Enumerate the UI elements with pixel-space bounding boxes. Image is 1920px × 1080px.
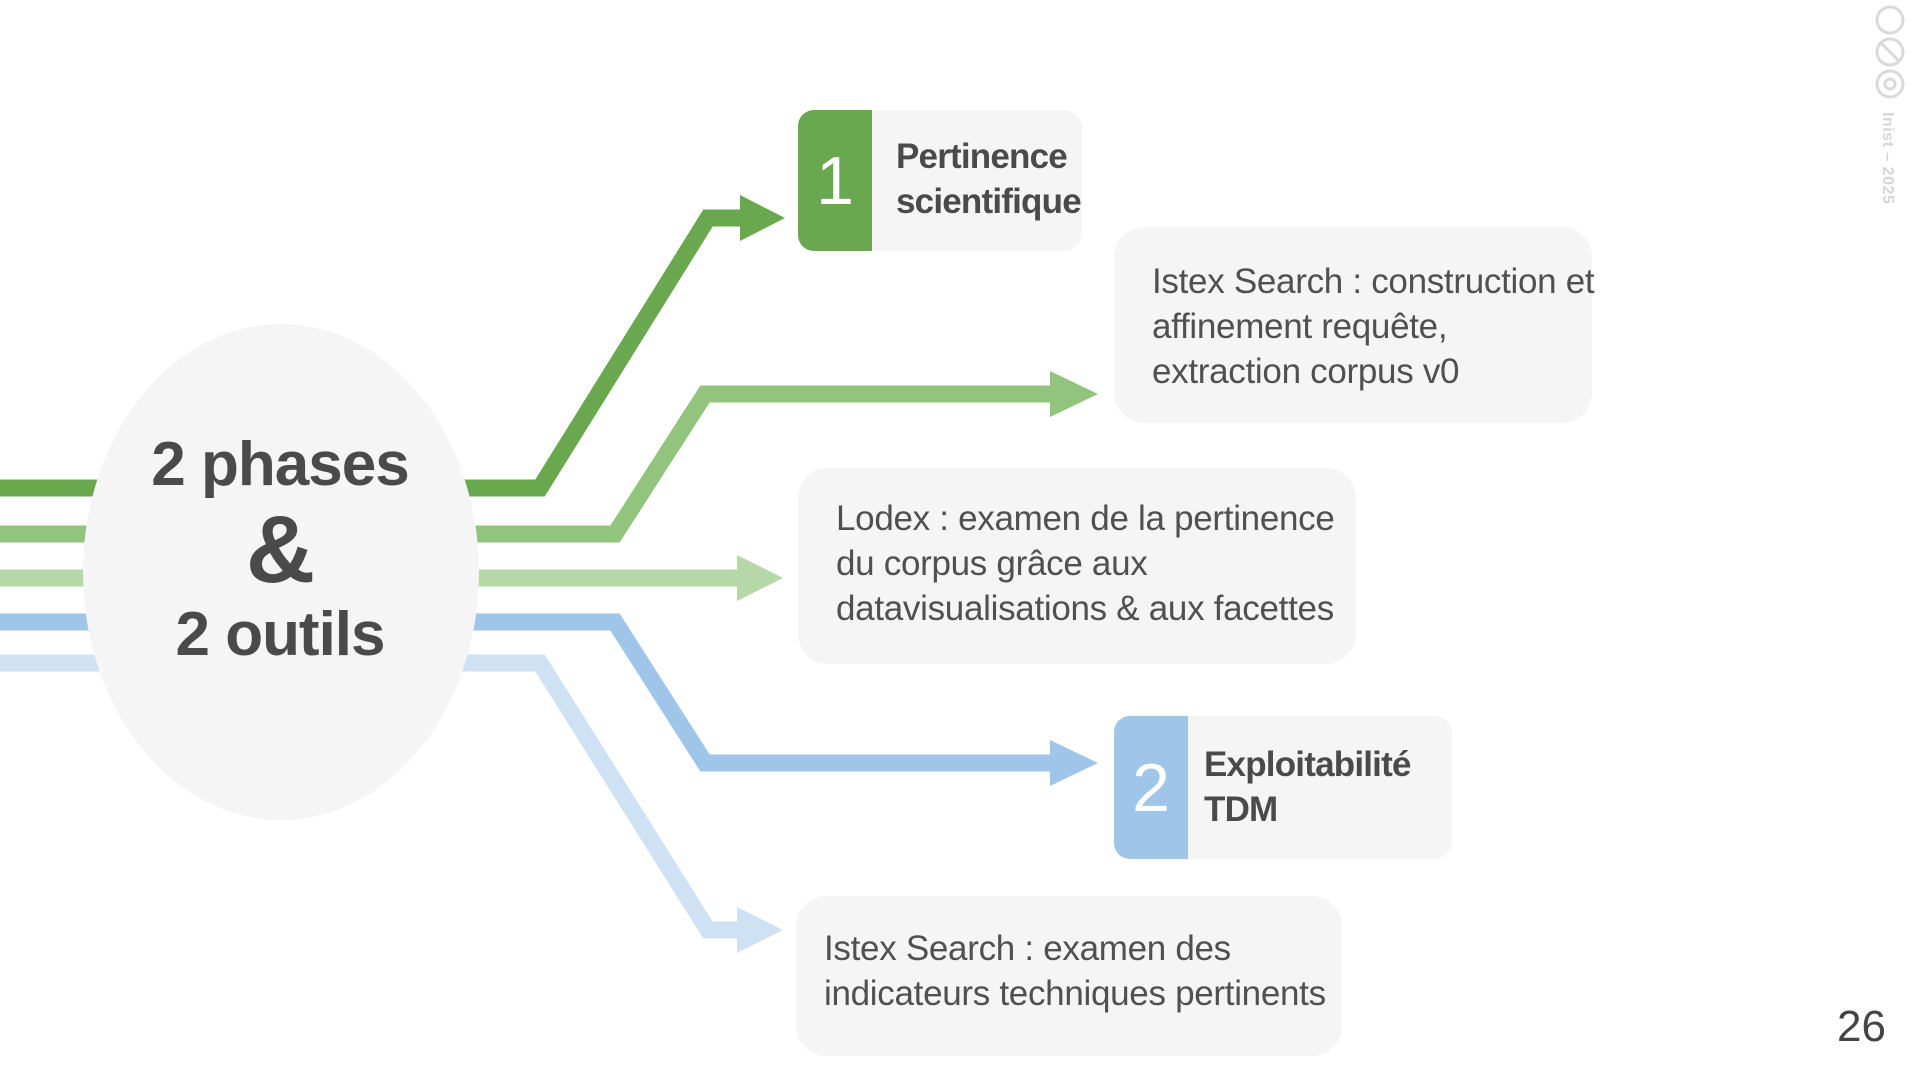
phase1-title: Pertinence scientifique [896, 134, 1082, 224]
istex-query-line3: extraction corpus v0 [1152, 352, 1460, 391]
phase1-title-line2: scientifique [896, 182, 1082, 221]
phase2-title: Exploitabilité TDM [1204, 742, 1411, 832]
center-line2: 2 outils [175, 600, 385, 669]
arrowhead-lodex [737, 555, 783, 601]
phase1-title-line1: Pertinence [896, 137, 1068, 176]
center-label: 2 phases & 2 outils [130, 430, 430, 670]
istex-indicators-line1: Istex Search : examen des [824, 929, 1231, 968]
center-ampersand: & [245, 496, 315, 603]
istex-indicators-line2: indicateurs techniques pertinents [824, 974, 1326, 1013]
arrowhead-phase1 [740, 195, 785, 241]
lodex-text: Lodex : examen de la pertinence du corpu… [836, 496, 1335, 631]
istex-query-line2: affinement requête, [1152, 307, 1448, 346]
lodex-line2: du corpus grâce aux [836, 544, 1148, 583]
phase2-title-line1: Exploitabilité [1204, 745, 1411, 784]
arrowhead-istex-indicators [737, 907, 783, 953]
istex-indicators-text: Istex Search : examen des indicateurs te… [824, 926, 1326, 1016]
license-watermark: Inist – 2025 [1870, 2, 1910, 212]
lodex-line1: Lodex : examen de la pertinence [836, 499, 1335, 538]
center-ellipse [83, 324, 479, 820]
phase2-number: 2 [1132, 749, 1170, 826]
phase1-number: 1 [816, 142, 854, 219]
creative-commons-icon [1875, 5, 1905, 99]
istex-query-card: Istex Search : construction et affinemen… [1114, 227, 1595, 423]
license-text: Inist – 2025 [1879, 112, 1896, 205]
arrowhead-istex-query [1050, 371, 1098, 417]
lodex-card: Lodex : examen de la pertinence du corpu… [798, 468, 1356, 664]
page-number: 26 [1837, 1002, 1886, 1051]
phase1-badge: 1 [798, 110, 872, 251]
lodex-line3: datavisualisations & aux facettes [836, 589, 1334, 628]
center-line1: 2 phases [151, 430, 409, 499]
phase2-card: 2 Exploitabilité TDM [1114, 716, 1452, 859]
istex-query-text: Istex Search : construction et affinemen… [1152, 259, 1595, 394]
istex-query-line1: Istex Search : construction et [1152, 262, 1595, 301]
phase1-card: 1 Pertinence scientifique [798, 110, 1082, 251]
phase2-badge: 2 [1114, 716, 1188, 859]
phase2-title-line2: TDM [1204, 790, 1278, 829]
arrowhead-phase2 [1050, 740, 1098, 786]
istex-indicators-card: Istex Search : examen des indicateurs te… [796, 896, 1342, 1056]
